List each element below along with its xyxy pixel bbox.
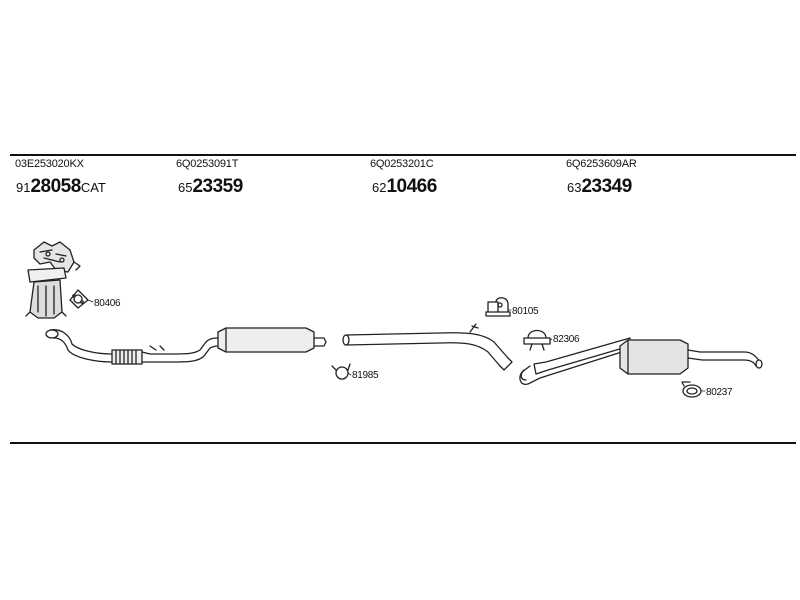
fitting-label-80105: 80105 <box>512 306 539 317</box>
part-core: 23359 <box>192 176 243 197</box>
part-suffix: CAT <box>80 180 106 195</box>
middle-pipe-illustration[interactable] <box>342 323 513 371</box>
clamp-ring-icon[interactable] <box>331 363 351 380</box>
part-core: 10466 <box>386 176 437 197</box>
catalytic-converter-illustration[interactable] <box>25 241 81 319</box>
part-prefix: 65 <box>178 180 193 195</box>
front-silencer-illustration[interactable] <box>217 327 327 353</box>
part-prefix: 91 <box>16 180 31 195</box>
part-prefix: 62 <box>372 180 387 195</box>
part-core: 28058 <box>30 176 81 197</box>
part-number-catalytic-converter[interactable]: 9128058CAT <box>16 176 106 197</box>
hanger-ring-icon[interactable] <box>681 381 702 398</box>
fitting-label-82306: 82306 <box>553 334 580 345</box>
fitting-label-81985: 81985 <box>352 370 379 381</box>
top-divider <box>10 154 796 156</box>
gasket-icon[interactable] <box>69 289 89 309</box>
part-prefix: 63 <box>567 180 582 195</box>
part-number-front-pipe[interactable]: 6523359 <box>178 176 243 197</box>
fitting-label-80406: 80406 <box>94 298 121 309</box>
fitting-label-80237: 80237 <box>706 387 733 398</box>
part-core: 23349 <box>581 176 632 197</box>
front-pipe-illustration[interactable] <box>45 329 221 365</box>
bottom-divider <box>10 442 796 444</box>
oe-number-front-pipe: 6Q0253091T <box>176 158 239 170</box>
oe-number-catalytic-converter: 03E253020KX <box>15 158 84 170</box>
rear-silencer-illustration[interactable] <box>519 337 763 385</box>
oe-number-rear-silencer: 6Q6253609AR <box>566 158 637 170</box>
u-clamp-icon[interactable] <box>523 329 551 351</box>
rubber-mount-icon[interactable] <box>485 297 511 317</box>
part-number-rear-silencer[interactable]: 6323349 <box>567 176 632 197</box>
part-number-middle-pipe[interactable]: 6210466 <box>372 176 437 197</box>
oe-number-middle-pipe: 6Q0253201C <box>370 158 434 170</box>
